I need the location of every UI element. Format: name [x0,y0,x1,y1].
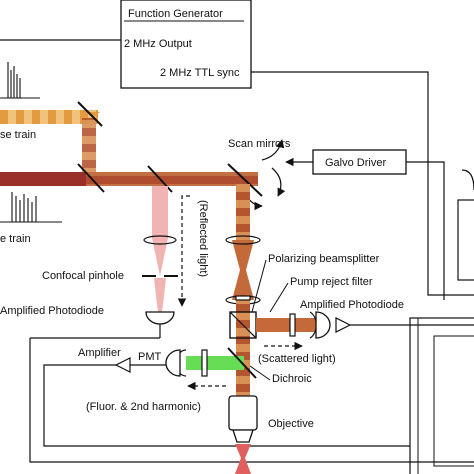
reflected-beam [152,186,168,276]
combined-beam-vertical-upper [236,184,250,244]
pulse-train-bottom-icon [0,192,62,223]
scatter-filter [289,313,296,337]
pump-beam-vertical-drop [82,118,96,178]
photodiode-left-cable [29,338,474,463]
objective-focus-beam [235,444,251,474]
pmt-label: PMT [138,351,162,363]
ttl-sync-label: 2 MHz TTL sync [160,67,240,79]
function-generator-label: Function Generator [128,8,223,20]
scattered-beam [256,318,316,332]
amplifier-right-icon [335,317,352,333]
relay-lens-upper [225,235,261,245]
amplified-photodiode-left-label: Amplified Photodiode [0,305,104,317]
combined-beam-horizontal [86,172,258,186]
pmt-icon [165,349,181,377]
right-panel-inner [433,335,474,467]
objective-body [228,395,258,431]
scan-rotation-arrow-down [271,167,286,197]
pulse-train-top-icon [0,62,40,99]
amplifier-left-icon [114,357,131,373]
polarizing-beamsplitter-label: Polarizing beamsplitter [268,253,380,265]
pulse-train-bottom-label: e train [0,233,31,245]
amplifier-label: Amplifier [78,347,121,359]
output-2mhz-label: 2 MHz Output [124,38,192,50]
amplifier-cable [43,364,410,447]
scan-rotation-arrow-up [261,139,285,161]
galvo-driver-box [312,149,407,175]
pump-beam-horizontal [0,110,98,124]
objective-label: Objective [268,418,314,430]
fluor-2nd-harmonic-label: (Fluor. & 2nd harmonic) [86,401,201,413]
dichroic-mirror [227,347,257,379]
combined-beam-focus [232,240,254,300]
galvo-cable [406,161,445,300]
pulse-train-top-label: se train [0,129,36,141]
reflected-light-arrow [177,195,190,307]
dichroic-label: Dichroic [272,373,312,385]
amplified-photodiode-right-label: Amplified Photodiode [300,299,404,311]
pump-reject-filter [235,295,251,301]
ttl-sync-cable [251,71,474,296]
photodiode-left-icon [145,311,175,325]
right-instrument-box [409,317,474,474]
scan-mirror [227,163,263,197]
pump-mirror-top [77,101,103,127]
combining-mirror [77,163,105,193]
fluorescence-beam [186,356,244,370]
combined-beam-vertical-lower [236,300,250,396]
photodiode-right-icon [315,311,331,339]
confocal-lens [143,235,177,245]
scattered-light-label: (Scattered light) [258,353,336,365]
function-generator-box [120,0,252,89]
reflected-light-label: (Reflected light) [197,200,209,277]
fluorescence-filter [201,349,208,377]
scan-mirrors-label: Scan mirrors [228,138,291,150]
galvo-driver-label: Galvo Driver [325,157,386,169]
confocal-pinhole-label: Confocal pinhole [42,270,124,282]
probe-beam-horizontal [0,172,86,186]
right-edge-box [457,199,474,281]
objective-tip [232,429,254,443]
pump-reject-filter-label: Pump reject filter [290,276,373,288]
